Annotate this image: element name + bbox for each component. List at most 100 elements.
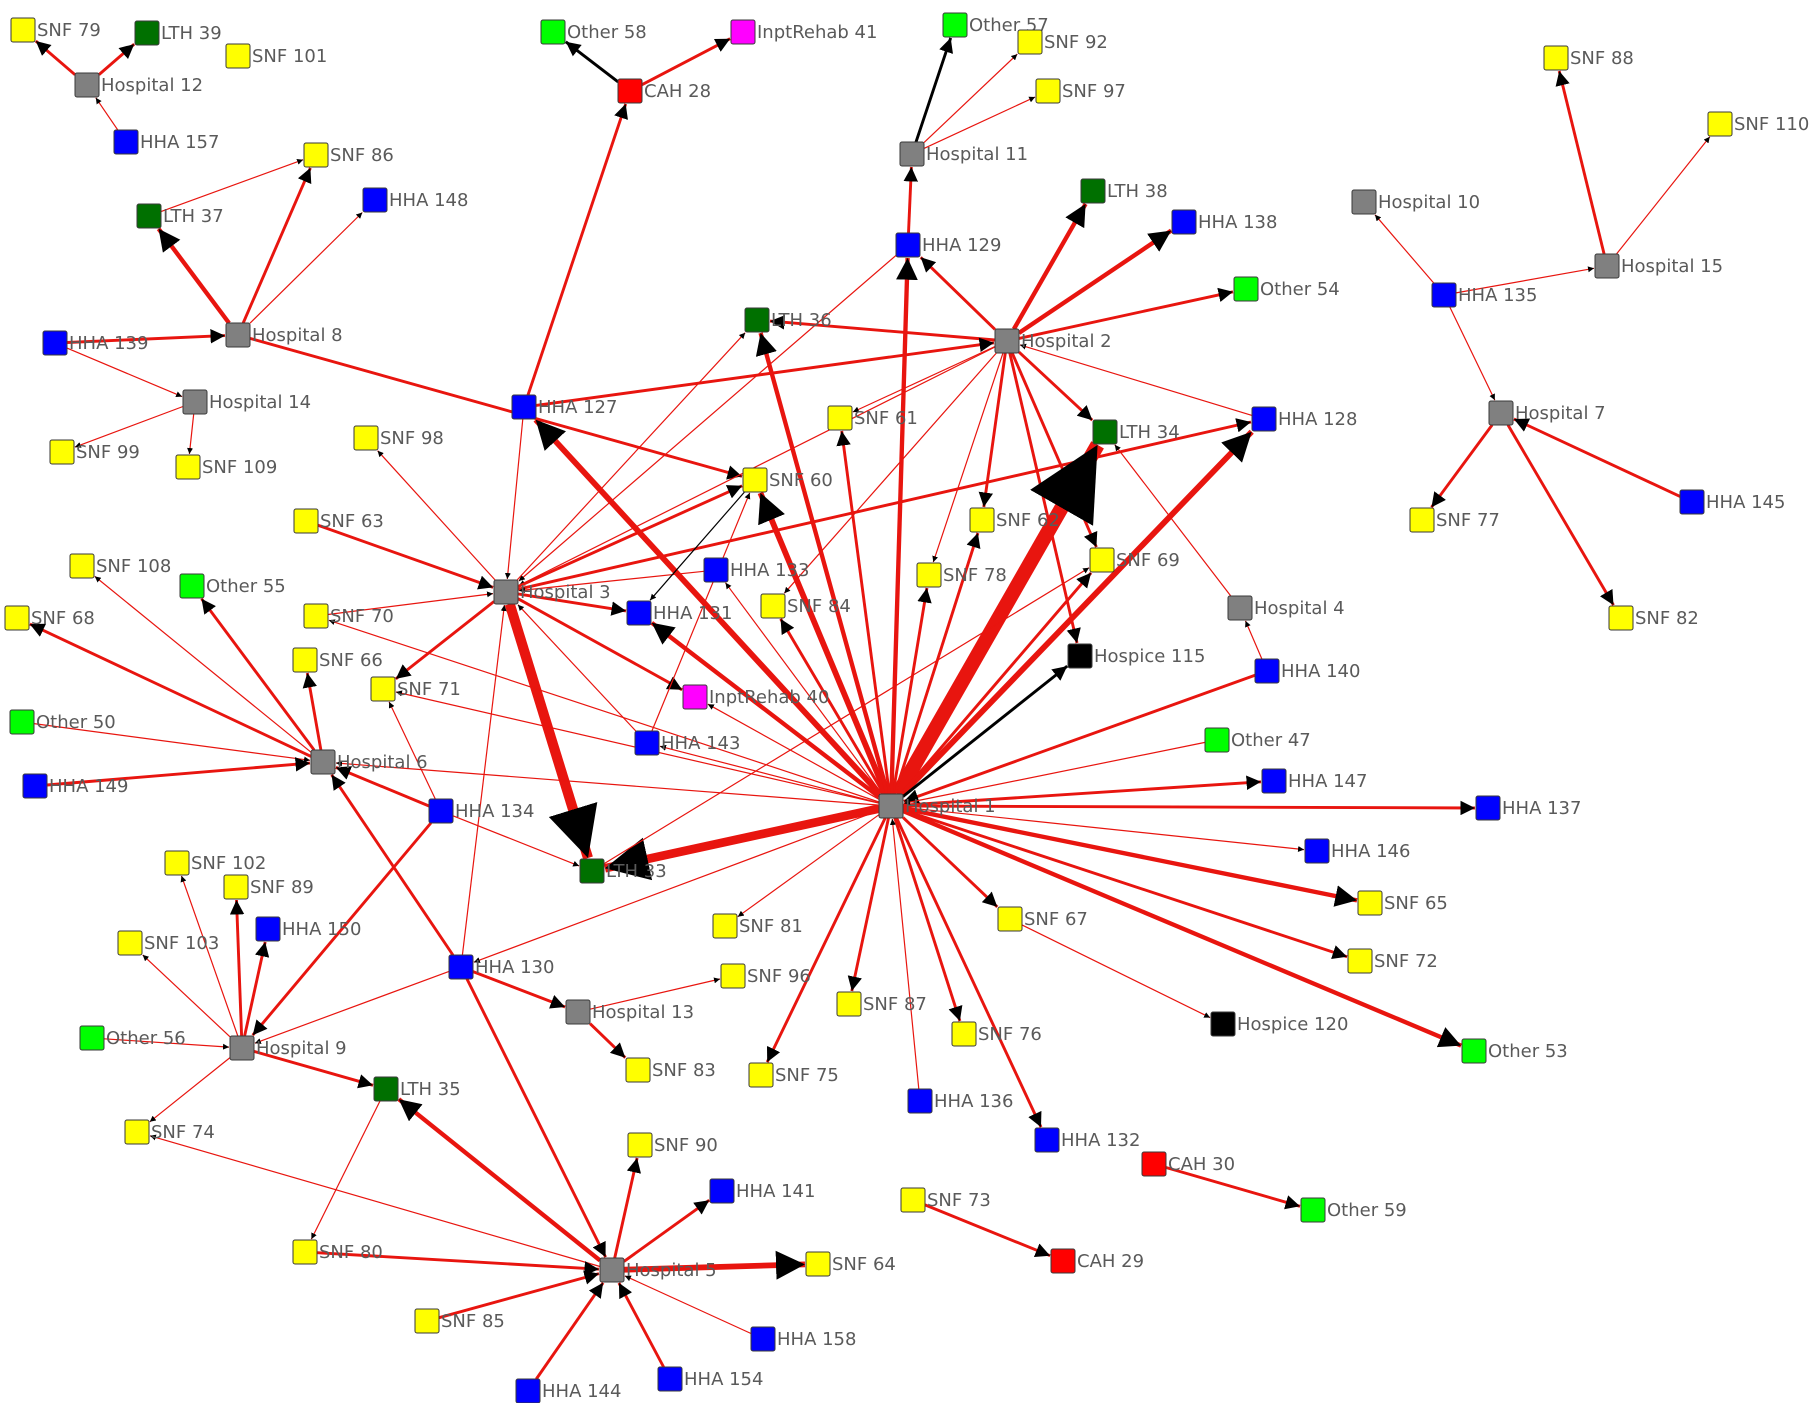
node-inptrehab-41[interactable]: InptRehab 41 bbox=[730, 19, 877, 45]
node-marker[interactable] bbox=[1092, 419, 1118, 445]
node-hha-158[interactable]: HHA 158 bbox=[750, 1326, 856, 1352]
node-marker[interactable] bbox=[617, 78, 643, 104]
node-lth-38[interactable]: LTH 38 bbox=[1080, 178, 1168, 204]
node-marker[interactable] bbox=[293, 508, 319, 534]
node-marker[interactable] bbox=[1488, 400, 1514, 426]
node-cah-28[interactable]: CAH 28 bbox=[617, 78, 711, 104]
node-marker[interactable] bbox=[448, 954, 474, 980]
node-marker[interactable] bbox=[709, 1178, 735, 1204]
node-lth-39[interactable]: LTH 39 bbox=[134, 20, 222, 46]
node-snf-63[interactable]: SNF 63 bbox=[293, 508, 384, 534]
node-hha-149[interactable]: HHA 149 bbox=[22, 773, 128, 799]
node-marker[interactable] bbox=[1409, 507, 1435, 533]
node-hospital-14[interactable]: Hospital 14 bbox=[182, 389, 311, 415]
node-hha-131[interactable]: HHA 131 bbox=[626, 600, 732, 626]
node-lth-35[interactable]: LTH 35 bbox=[373, 1076, 461, 1102]
node-hospice-115[interactable]: Hospice 115 bbox=[1067, 643, 1205, 669]
node-hha-145[interactable]: HHA 145 bbox=[1679, 489, 1785, 515]
node-snf-81[interactable]: SNF 81 bbox=[712, 913, 803, 939]
node-marker[interactable] bbox=[428, 798, 454, 824]
node-snf-109[interactable]: SNF 109 bbox=[175, 454, 277, 480]
node-inptrehab-40[interactable]: InptRehab 40 bbox=[682, 684, 829, 710]
node-marker[interactable] bbox=[22, 773, 48, 799]
node-snf-102[interactable]: SNF 102 bbox=[164, 850, 266, 876]
node-marker[interactable] bbox=[511, 394, 537, 420]
node-marker[interactable] bbox=[599, 1257, 625, 1283]
node-marker[interactable] bbox=[74, 72, 100, 98]
node-hha-144[interactable]: HHA 144 bbox=[515, 1378, 621, 1403]
node-hha-135[interactable]: HHA 135 bbox=[1431, 282, 1537, 308]
node-snf-65[interactable]: SNF 65 bbox=[1357, 890, 1448, 916]
node-marker[interactable] bbox=[1171, 209, 1197, 235]
node-marker[interactable] bbox=[1679, 489, 1705, 515]
node-marker[interactable] bbox=[9, 709, 35, 735]
node-snf-86[interactable]: SNF 86 bbox=[303, 142, 394, 168]
node-snf-79[interactable]: SNF 79 bbox=[10, 17, 101, 43]
node-hospital-9[interactable]: Hospital 9 bbox=[229, 1035, 347, 1061]
node-marker[interactable] bbox=[712, 913, 738, 939]
node-marker[interactable] bbox=[1543, 45, 1569, 71]
node-hospital-12[interactable]: Hospital 12 bbox=[74, 72, 203, 98]
node-hospital-15[interactable]: Hospital 15 bbox=[1594, 253, 1723, 279]
node-marker[interactable] bbox=[1233, 276, 1259, 302]
node-hha-137[interactable]: HHA 137 bbox=[1475, 795, 1581, 821]
node-marker[interactable] bbox=[182, 389, 208, 415]
node-marker[interactable] bbox=[353, 425, 379, 451]
node-marker[interactable] bbox=[836, 991, 862, 1017]
node-marker[interactable] bbox=[1067, 643, 1093, 669]
node-marker[interactable] bbox=[1304, 838, 1330, 864]
node-marker[interactable] bbox=[1707, 111, 1733, 137]
node-marker[interactable] bbox=[1261, 768, 1287, 794]
node-marker[interactable] bbox=[49, 439, 75, 465]
node-marker[interactable] bbox=[113, 129, 139, 155]
node-hospital-5[interactable]: Hospital 5 bbox=[599, 1257, 717, 1283]
node-snf-74[interactable]: SNF 74 bbox=[124, 1119, 215, 1145]
node-marker[interactable] bbox=[997, 906, 1023, 932]
node-marker[interactable] bbox=[255, 916, 281, 942]
node-snf-77[interactable]: SNF 77 bbox=[1409, 507, 1500, 533]
node-lth-34[interactable]: LTH 34 bbox=[1092, 419, 1180, 445]
node-marker[interactable] bbox=[292, 1239, 318, 1265]
node-snf-66[interactable]: SNF 66 bbox=[292, 647, 383, 673]
node-snf-78[interactable]: SNF 78 bbox=[916, 562, 1007, 588]
node-marker[interactable] bbox=[942, 12, 968, 38]
node-marker[interactable] bbox=[362, 187, 388, 213]
node-marker[interactable] bbox=[117, 930, 143, 956]
node-hha-147[interactable]: HHA 147 bbox=[1261, 768, 1367, 794]
node-cah-30[interactable]: CAH 30 bbox=[1141, 1151, 1235, 1177]
node-marker[interactable] bbox=[134, 20, 160, 46]
node-cah-29[interactable]: CAH 29 bbox=[1050, 1248, 1144, 1274]
node-marker[interactable] bbox=[1035, 78, 1061, 104]
node-other-59[interactable]: Other 59 bbox=[1300, 1197, 1407, 1223]
node-snf-62[interactable]: SNF 62 bbox=[969, 507, 1060, 533]
node-hospital-7[interactable]: Hospital 7 bbox=[1488, 400, 1606, 426]
node-marker[interactable] bbox=[899, 141, 925, 167]
node-snf-84[interactable]: SNF 84 bbox=[760, 593, 851, 619]
node-hospital-13[interactable]: Hospital 13 bbox=[565, 999, 694, 1025]
node-snf-70[interactable]: SNF 70 bbox=[303, 603, 394, 629]
node-snf-110[interactable]: SNF 110 bbox=[1707, 111, 1809, 137]
node-marker[interactable] bbox=[627, 1132, 653, 1158]
node-marker[interactable] bbox=[10, 17, 36, 43]
node-marker[interactable] bbox=[1017, 29, 1043, 55]
node-hha-140[interactable]: HHA 140 bbox=[1254, 658, 1360, 684]
node-other-56[interactable]: Other 56 bbox=[79, 1025, 186, 1051]
node-marker[interactable] bbox=[657, 1366, 683, 1392]
node-snf-68[interactable]: SNF 68 bbox=[4, 605, 95, 631]
node-marker[interactable] bbox=[625, 1057, 651, 1083]
node-marker[interactable] bbox=[223, 874, 249, 900]
node-marker[interactable] bbox=[229, 1035, 255, 1061]
node-hha-132[interactable]: HHA 132 bbox=[1034, 1127, 1140, 1153]
node-marker[interactable] bbox=[730, 19, 756, 45]
node-marker[interactable] bbox=[292, 647, 318, 673]
node-other-47[interactable]: Other 47 bbox=[1204, 727, 1311, 753]
node-marker[interactable] bbox=[136, 203, 162, 229]
node-other-53[interactable]: Other 53 bbox=[1461, 1038, 1568, 1064]
node-lth-36[interactable]: LTH 36 bbox=[744, 307, 832, 333]
node-marker[interactable] bbox=[4, 605, 30, 631]
node-marker[interactable] bbox=[179, 573, 205, 599]
node-marker[interactable] bbox=[69, 553, 95, 579]
node-marker[interactable] bbox=[1608, 605, 1634, 631]
node-marker[interactable] bbox=[1141, 1151, 1167, 1177]
node-marker[interactable] bbox=[1347, 948, 1373, 974]
